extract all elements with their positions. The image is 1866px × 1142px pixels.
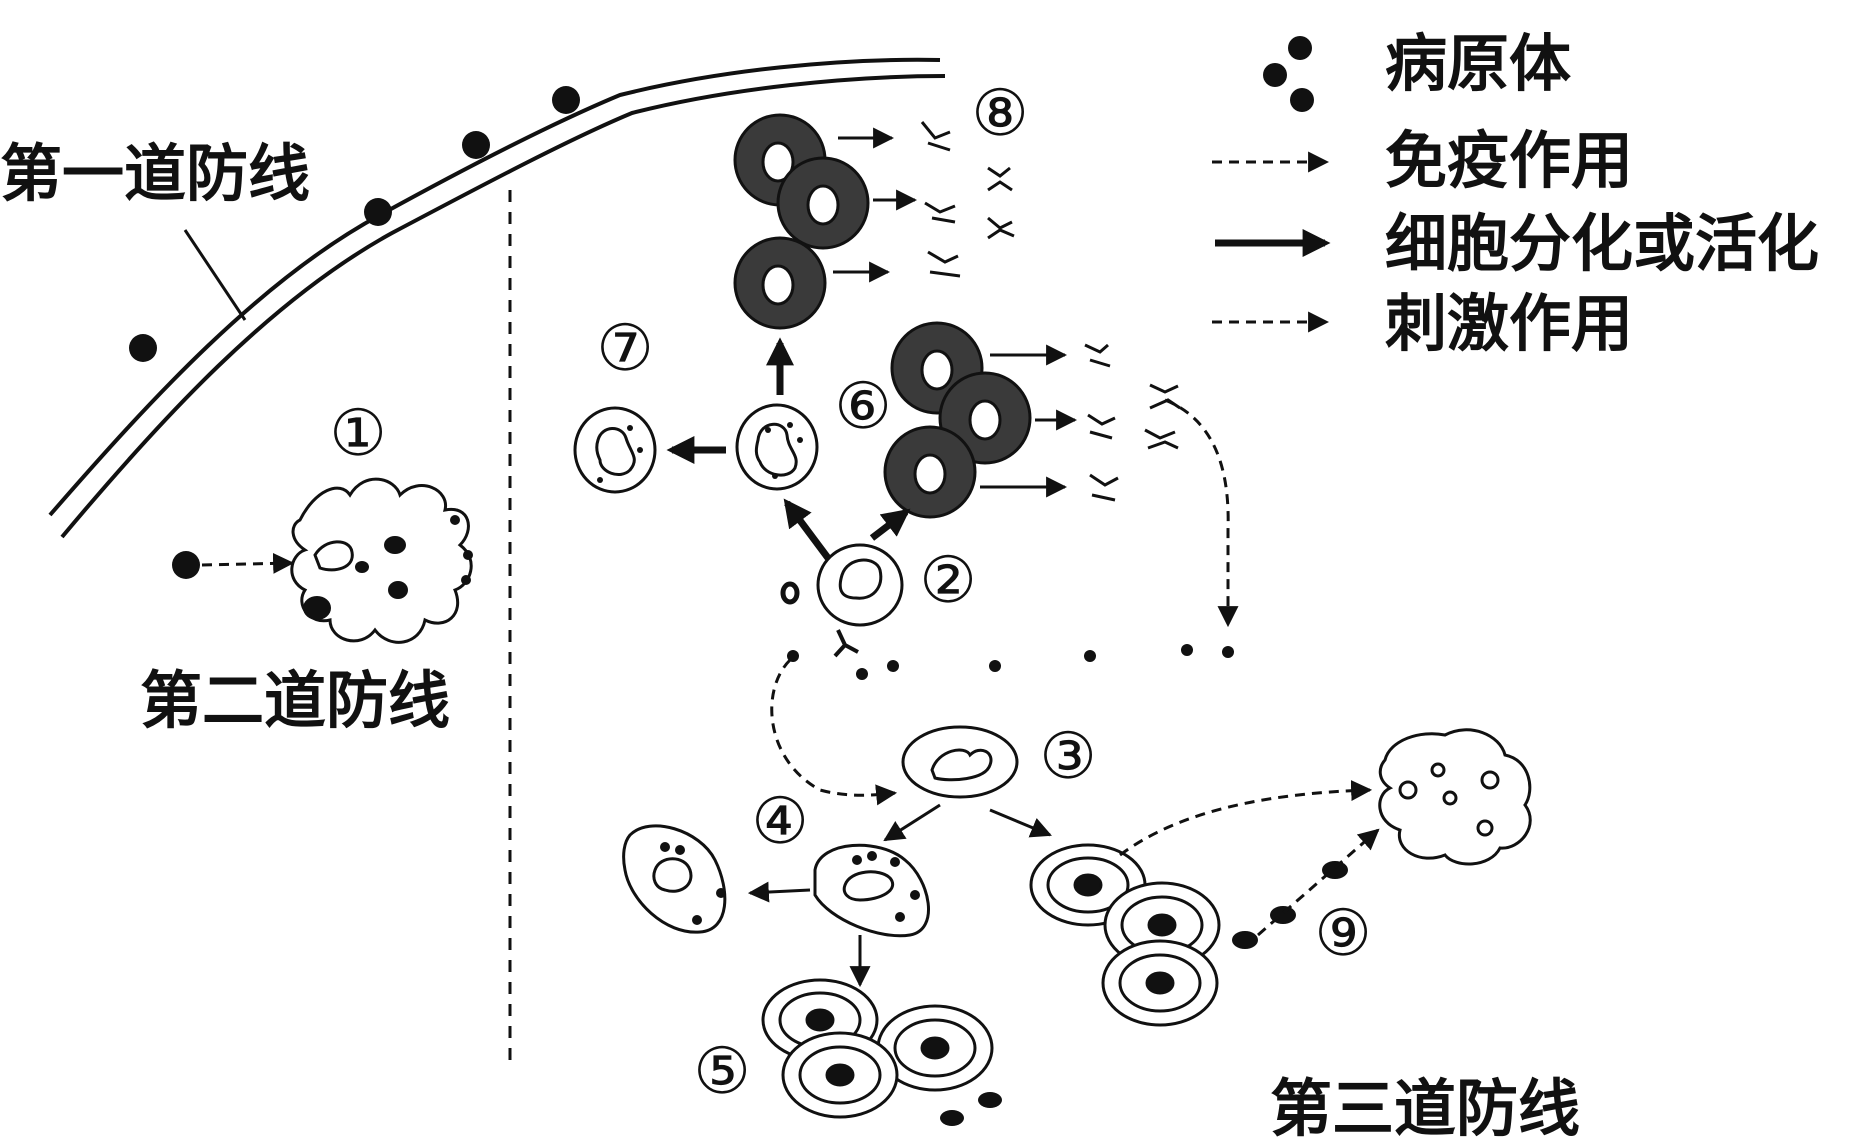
pathogen-dot xyxy=(172,551,200,579)
marker-8: ⑧ xyxy=(971,77,1028,151)
marker-2: ② xyxy=(919,544,976,618)
lymphokine-arrow xyxy=(1257,828,1380,937)
differentiation-arrows xyxy=(666,337,911,561)
marker-1: ① xyxy=(329,397,386,471)
marker-5: ⑤ xyxy=(693,1035,750,1109)
marker-6: ⑥ xyxy=(834,370,891,444)
marker-9: ⑨ xyxy=(1314,897,1371,971)
arrow-to-left-cell xyxy=(747,881,811,903)
presentation-path xyxy=(770,658,898,806)
effector-t-cell xyxy=(813,843,930,938)
target-cell xyxy=(1378,728,1532,866)
phagocyte-cell xyxy=(290,477,473,644)
marker-3: ③ xyxy=(1039,720,1096,794)
legend: 病原体 免疫作用 细胞分化或活化 刺激作用 xyxy=(1212,27,1819,360)
t-cell xyxy=(901,725,1019,799)
legend-immune-label: 免疫作用 xyxy=(1385,124,1633,197)
plasma-cells-top xyxy=(733,113,870,330)
pathogen-dots-outside xyxy=(129,86,580,362)
effector-t-cell-2 xyxy=(622,824,727,934)
marker-4: ④ xyxy=(751,785,808,859)
cytotoxic-t-cells xyxy=(1029,843,1221,1027)
third-line-label: 第三道防线 xyxy=(1270,1072,1580,1142)
skin-barrier xyxy=(48,57,946,539)
memory-t-dots xyxy=(940,1092,1002,1126)
antigen-dot xyxy=(780,581,800,605)
legend-differentiation-label: 细胞分化或活化 xyxy=(1385,207,1819,280)
t-cell-arrows xyxy=(883,803,1052,842)
stimulation-path xyxy=(1164,398,1239,628)
memory-cell xyxy=(735,403,819,491)
b-cell xyxy=(816,543,904,658)
marker-7: ⑦ xyxy=(596,312,653,386)
attack-path xyxy=(1119,780,1373,857)
legend-stimulation-label: 刺激作用 xyxy=(1385,287,1633,360)
memory-t-cells xyxy=(761,978,994,1119)
antibody-arrows-top xyxy=(833,127,1078,498)
antigen-dots-row xyxy=(787,644,1234,680)
engulf-arrow xyxy=(201,552,295,574)
legend-pathogen-icon xyxy=(1263,36,1314,112)
memory-cell-2 xyxy=(573,406,657,494)
first-line-pointer xyxy=(183,229,247,321)
second-line-label: 第二道防线 xyxy=(140,664,450,737)
legend-pathogen-label: 病原体 xyxy=(1385,27,1571,100)
first-line-label: 第一道防线 xyxy=(0,137,310,210)
antibodies xyxy=(920,121,1181,502)
plasma-cells-right xyxy=(883,321,1032,519)
